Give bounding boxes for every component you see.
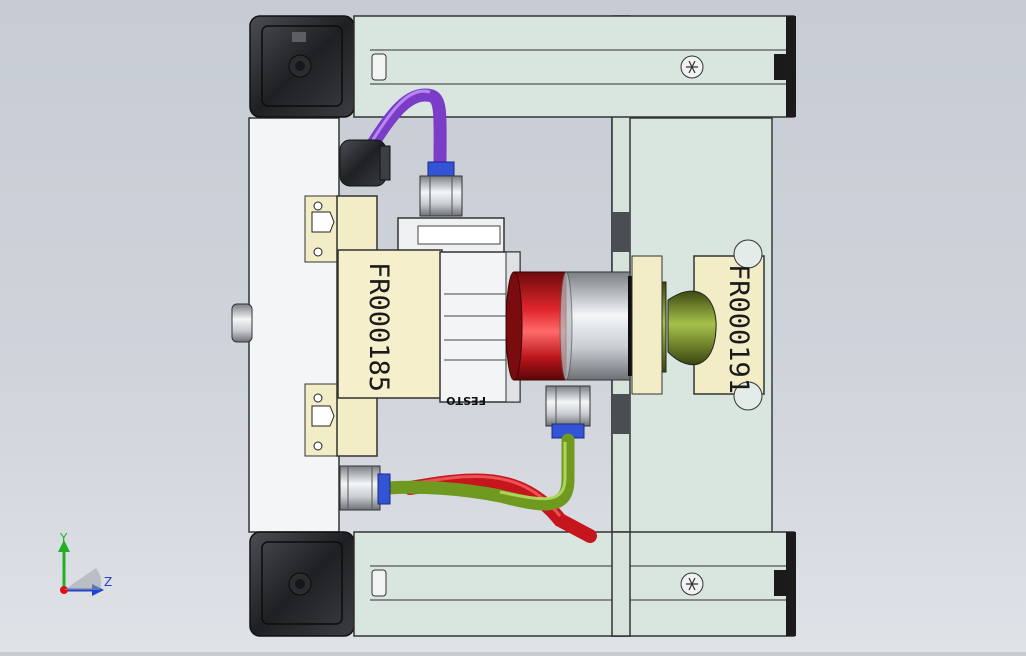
upper-push-in-fitting[interactable] xyxy=(419,161,463,217)
right-plate-label: FR000191 xyxy=(723,264,754,394)
top-rail-assembly[interactable] xyxy=(249,15,796,118)
orientation-triad: Y Z xyxy=(58,531,112,596)
left-base-block[interactable] xyxy=(248,117,340,533)
left-mounting-bracket[interactable] xyxy=(304,195,443,457)
left-plate-label: FR000185 xyxy=(363,262,394,392)
rail-clip-upper xyxy=(612,212,630,252)
brand-label: FESTO xyxy=(446,394,486,407)
triad-z-label: Z xyxy=(104,575,112,589)
bottom-rail-assembly[interactable] xyxy=(249,531,796,637)
purple-air-tube[interactable] xyxy=(361,88,447,173)
left-stub-pin xyxy=(231,303,253,343)
green-air-tube[interactable] xyxy=(381,433,575,511)
triad-y-label: Y xyxy=(59,531,68,545)
rail-clip-lower xyxy=(612,394,630,434)
right-mounting-bracket[interactable] xyxy=(631,239,765,411)
left-lower-fitting[interactable] xyxy=(339,465,391,511)
lower-push-in-fitting[interactable] xyxy=(545,385,591,439)
elbow-fitting[interactable] xyxy=(339,139,387,187)
